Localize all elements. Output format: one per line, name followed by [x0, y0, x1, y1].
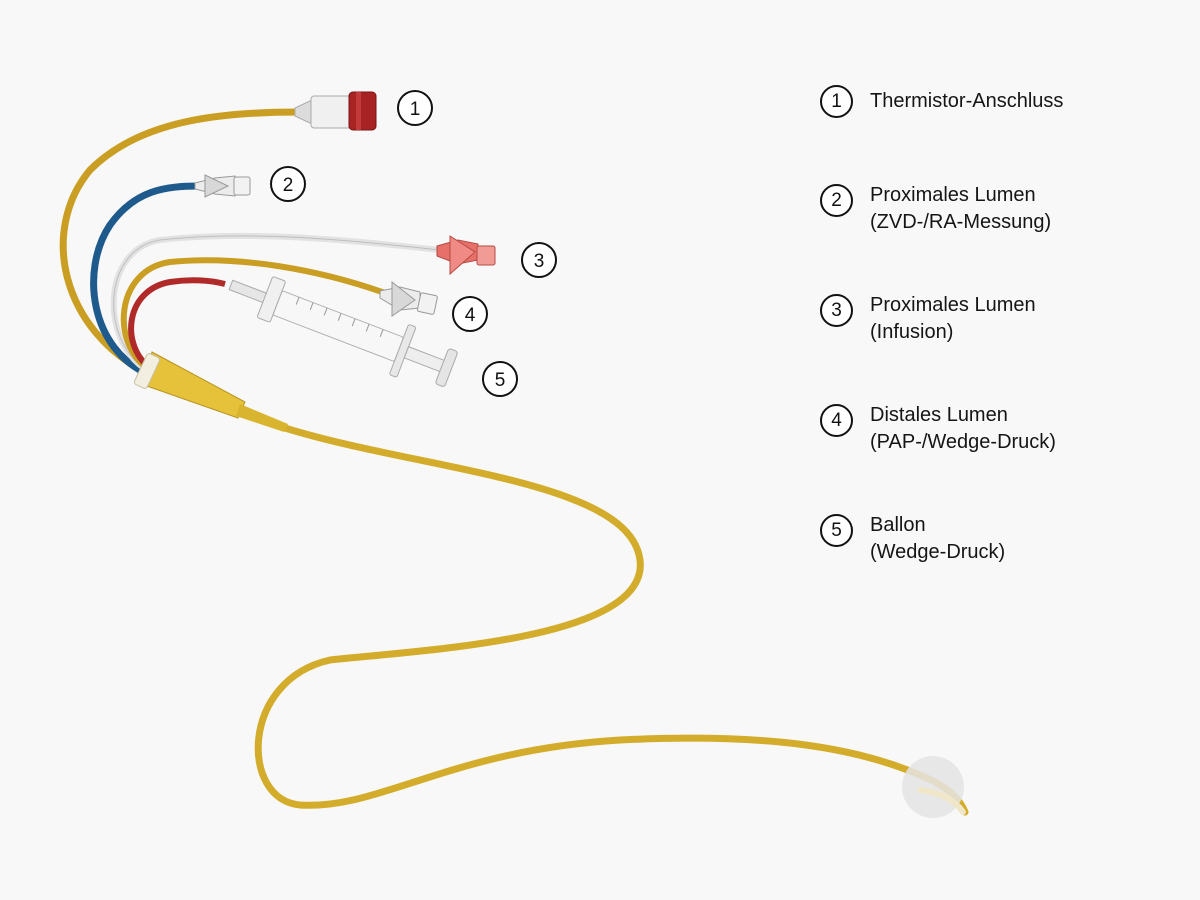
callout-2: 2	[270, 166, 306, 202]
proximal-infusion-connector	[436, 235, 496, 276]
callout-4-number: 4	[465, 305, 476, 326]
legend-number: 4	[820, 404, 853, 437]
legend-item-4: 4 Distales Lumen (PAP-/Wedge-Druck)	[820, 402, 1056, 456]
lumen-proximal-infusion-outline	[113, 235, 441, 373]
legend-item-5: 5 Ballon (Wedge-Druck)	[820, 512, 1005, 566]
callout-1: 1	[397, 90, 433, 126]
hub-strain-relief	[236, 404, 288, 432]
legend-label-line2: (ZVD-/RA-Messung)	[870, 211, 1052, 233]
callout-1-number: 1	[410, 99, 421, 120]
callout-3: 3	[521, 242, 557, 278]
callout-5: 5	[482, 361, 518, 397]
balloon	[902, 756, 964, 818]
legend-label-line1: Ballon	[870, 514, 926, 536]
legend-item-1: 1 Thermistor-Anschluss	[820, 85, 1063, 118]
legend-label: Proximales Lumen (Infusion)	[870, 292, 1036, 346]
legend-item-3: 3 Proximales Lumen (Infusion)	[820, 292, 1036, 346]
lumen-balloon	[128, 277, 226, 371]
balloon-syringe	[228, 276, 458, 387]
distal-connector	[379, 280, 438, 317]
lumen-proximal-cvp	[90, 182, 201, 379]
callout-4: 4	[452, 296, 488, 332]
legend-label: Ballon (Wedge-Druck)	[870, 512, 1005, 566]
legend-label-line1: Proximales Lumen	[870, 294, 1036, 316]
callout-3-number: 3	[534, 251, 545, 272]
hub-collar	[133, 353, 161, 389]
legend: 1 Thermistor-Anschluss 2 Proximales Lume…	[820, 0, 1180, 900]
callout-5-number: 5	[495, 370, 506, 391]
legend-label-line1: Distales Lumen	[870, 404, 1008, 426]
legend-label: Proximales Lumen (ZVD-/RA-Messung)	[870, 182, 1051, 236]
callout-2-number: 2	[283, 175, 294, 196]
legend-label-line2: (PAP-/Wedge-Druck)	[870, 431, 1056, 453]
legend-label: Distales Lumen (PAP-/Wedge-Druck)	[870, 402, 1056, 456]
legend-label: Thermistor-Anschluss	[870, 88, 1063, 115]
catheter-shaft	[254, 424, 969, 816]
lumen-thermistor	[59, 108, 301, 379]
legend-item-2: 2 Proximales Lumen (ZVD-/RA-Messung)	[820, 182, 1051, 236]
legend-label-line1: Thermistor-Anschluss	[870, 90, 1064, 112]
legend-number: 5	[820, 514, 853, 547]
proximal-cvp-connector	[194, 174, 251, 198]
thermistor-connector	[294, 91, 377, 131]
legend-label-line2: (Infusion)	[870, 321, 954, 343]
legend-number: 2	[820, 184, 853, 217]
legend-label-line2: (Wedge-Druck)	[870, 541, 1006, 563]
legend-number: 1	[820, 85, 853, 118]
balloon-tip	[917, 787, 966, 815]
legend-label-line1: Proximales Lumen	[870, 184, 1036, 206]
lumen-distal	[120, 257, 387, 373]
legend-number: 3	[820, 294, 853, 327]
